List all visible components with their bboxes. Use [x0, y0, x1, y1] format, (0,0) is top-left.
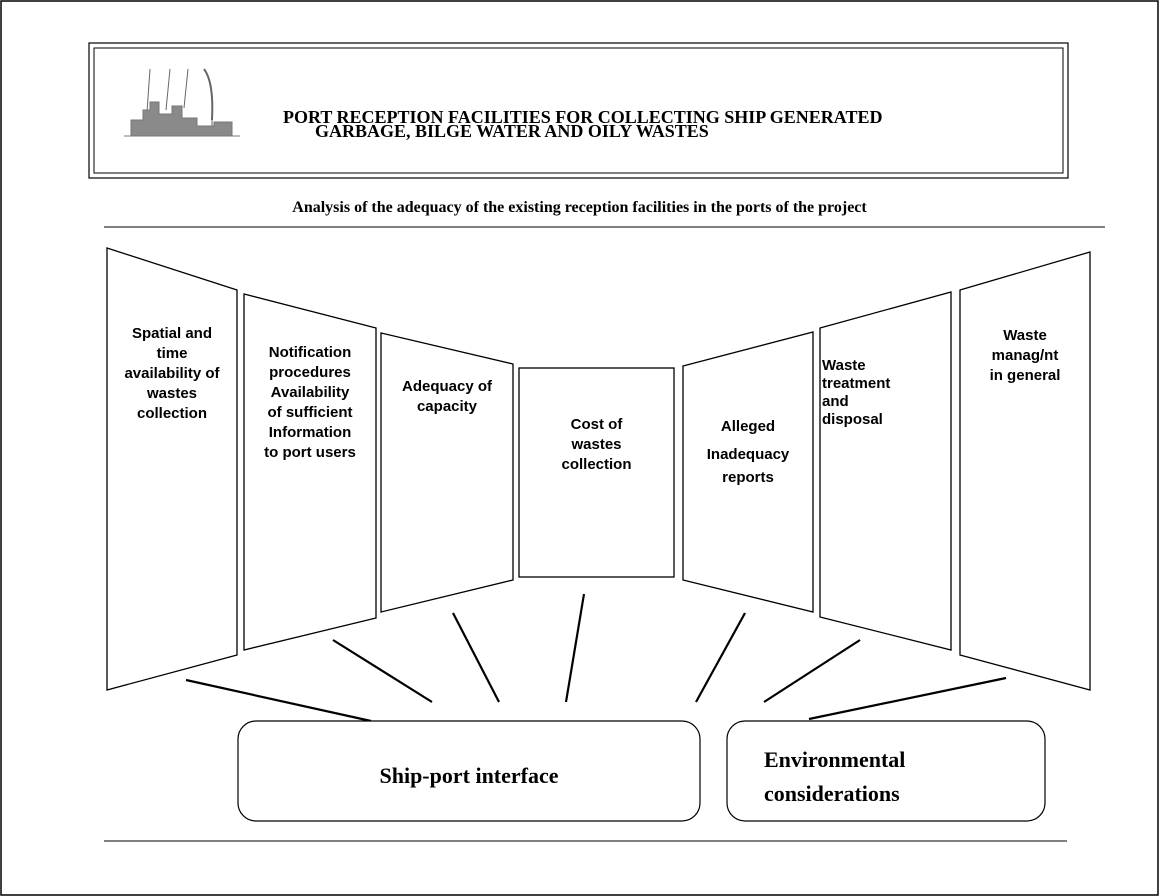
- connector-line: [695, 612, 746, 703]
- ship-port-interface-label: Ship-port interface: [379, 763, 559, 788]
- header-box-outer: [88, 42, 1069, 179]
- panel-spatial-time: [106, 247, 238, 691]
- panel-waste-treatment: [819, 291, 952, 651]
- environmental-considerations-box: [726, 720, 1046, 822]
- header-title-line-1: PORT RECEPTION FACILITIES FOR COLLECTING…: [283, 107, 883, 127]
- connector-line: [185, 678, 372, 723]
- header-title-line-2: GARBAGE, BILGE WATER AND OILY WASTES: [315, 121, 709, 141]
- connector-line: [564, 593, 586, 703]
- ship-port-interface-box: [237, 720, 701, 822]
- connector-line: [332, 639, 433, 703]
- connector-line: [452, 612, 500, 703]
- subtitle: Analysis of the adequacy of the existing…: [292, 199, 867, 216]
- panel-cost: [518, 367, 675, 578]
- connector-line: [808, 676, 1007, 721]
- panel-notification: [243, 293, 377, 651]
- panel-waste-management: [959, 251, 1091, 691]
- ship-crane-icon: [124, 68, 240, 137]
- panel-alleged: [682, 331, 814, 613]
- header-box-inner: [93, 47, 1064, 174]
- panel-adequacy-capacity: [380, 332, 514, 613]
- connector-line: [763, 639, 861, 703]
